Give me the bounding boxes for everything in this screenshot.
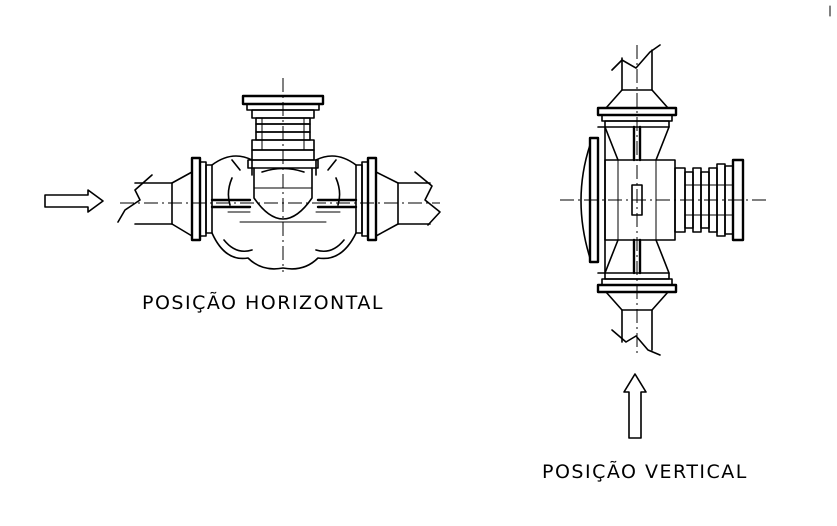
horizontal-position-figure: POSIÇÃO HORIZONTAL [44, 78, 441, 314]
horizontal-centerlines [120, 78, 440, 272]
bottom-flanges [596, 272, 678, 294]
flow-arrow-right-icon [44, 189, 104, 213]
horizontal-position-label: POSIÇÃO HORIZONTAL [142, 291, 384, 314]
right-outlet-pipe [375, 171, 441, 237]
top-pipe [605, 44, 669, 109]
top-flanges [596, 106, 678, 128]
bottom-pipe [605, 291, 669, 356]
vertical-actuator [674, 158, 745, 242]
left-flanges [190, 156, 252, 242]
vertical-position-label: POSIÇÃO VERTICAL [542, 460, 748, 483]
right-flanges [316, 156, 378, 242]
horizontal-actuator [241, 94, 325, 151]
vertical-centerlines [560, 45, 770, 355]
left-inlet-pipe [117, 171, 193, 237]
horizontal-valve-body [211, 149, 357, 270]
vertical-position-figure: POSIÇÃO VERTICAL [542, 44, 770, 483]
flow-arrow-up-icon [623, 373, 647, 439]
